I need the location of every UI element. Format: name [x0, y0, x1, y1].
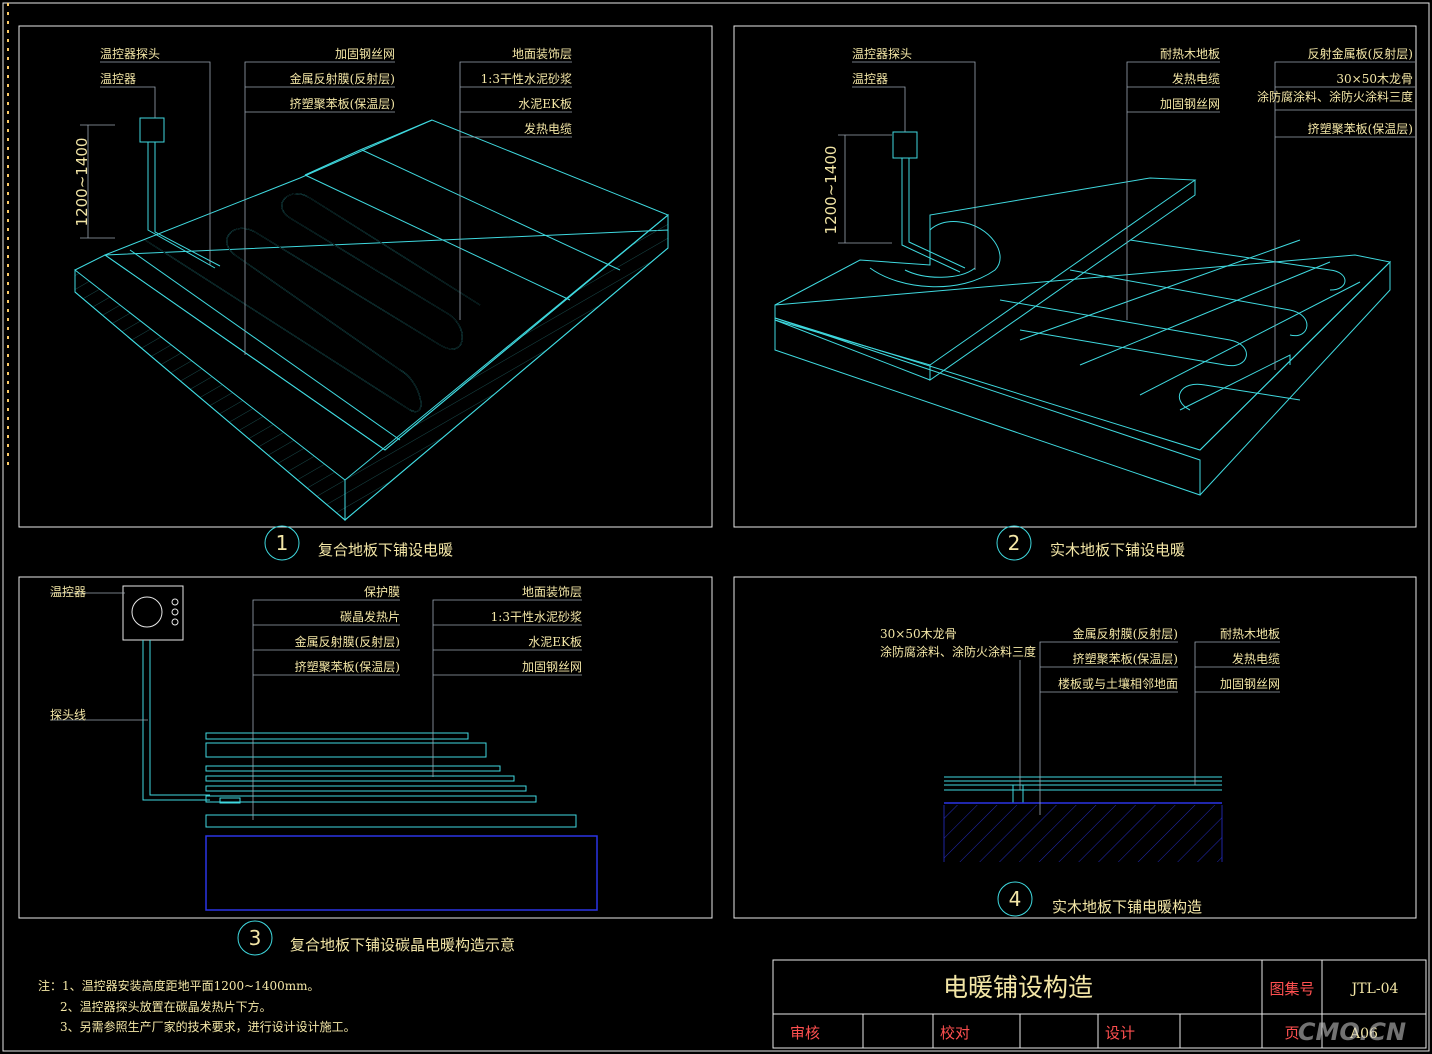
- d4-label-wood: 耐热木地板: [1220, 627, 1280, 641]
- d3-label-mesh: 加固钢丝网: [522, 660, 582, 674]
- detail-3-panel: [18, 576, 713, 956]
- note-2: 2、温控器探头放置在碳晶发热片下方。: [60, 999, 272, 1014]
- note-3: 3、另需参照生产厂家的技术要求，进行设计设计施工。: [60, 1019, 356, 1034]
- d3-label-ekboard: 水泥EK板: [528, 635, 582, 649]
- sheet-title: 电暖铺设构造: [943, 973, 1093, 1002]
- d3-label-film: 保护膜: [364, 585, 400, 599]
- d3-label-mortar: 1:3干性水泥砂浆: [491, 609, 582, 624]
- detail-4-panel: [733, 576, 1417, 919]
- d4-label-insul: 挤塑聚苯板(保温层): [1073, 651, 1178, 666]
- d1-label-finish: 地面装饰层: [512, 47, 572, 61]
- d3-label-thermostat: 温控器: [50, 585, 86, 599]
- d1-dimension: 1200~1400: [73, 138, 91, 227]
- detail-2-panel: [733, 25, 1417, 561]
- d3-label-carbon: 碳晶发热片: [340, 609, 400, 624]
- d3-caption: 复合地板下铺设碳晶电暖构造示意: [290, 936, 515, 954]
- atlas-label: 图集号: [1269, 980, 1314, 998]
- d4-label-cable: 发热电缆: [1232, 651, 1280, 666]
- d2-label-wood: 耐热木地板: [1160, 47, 1220, 61]
- d4-label-reflect: 金属反射膜(反射层): [1073, 626, 1178, 641]
- review-label: 审核: [790, 1024, 820, 1042]
- watermark: CMO.CN: [1298, 1018, 1406, 1046]
- d1-label-ekboard: 水泥EK板: [518, 97, 572, 111]
- d2-label-insul: 挤塑聚苯板(保温层): [1308, 121, 1413, 136]
- d1-label-mesh: 加固钢丝网: [335, 47, 395, 61]
- d1-label-probe: 温控器探头: [100, 47, 160, 61]
- d1-label-thermostat: 温控器: [100, 72, 136, 86]
- d2-dimension: 1200~1400: [822, 146, 840, 235]
- d3-label-reflect: 金属反射膜(反射层): [295, 634, 400, 649]
- d4-label-joist: 30×50木龙骨: [880, 627, 957, 641]
- d1-number: 1: [276, 531, 289, 555]
- page-label: 页: [1284, 1024, 1299, 1042]
- d2-label-cable: 发热电缆: [1172, 71, 1220, 86]
- d4-label-coating: 涂防腐涂料、涂防火涂料三度: [880, 644, 1036, 659]
- d4-label-slab: 楼板或与土壤相邻地面: [1058, 676, 1178, 691]
- d2-label-probe: 温控器探头: [852, 47, 912, 61]
- d3-label-finish: 地面装饰层: [522, 585, 582, 599]
- d2-label-joist: 30×50木龙骨: [1336, 72, 1413, 86]
- d2-label-mesh: 加固钢丝网: [1160, 97, 1220, 111]
- design-label: 设计: [1105, 1024, 1135, 1042]
- d2-label-thermostat: 温控器: [852, 72, 888, 86]
- d4-number: 4: [1009, 887, 1022, 911]
- d4-caption: 实木地板下铺电暖构造: [1052, 898, 1202, 916]
- detail-1-panel: [18, 25, 713, 561]
- d2-caption: 实木地板下铺设电暖: [1050, 541, 1185, 559]
- d2-number: 2: [1008, 531, 1021, 555]
- page-number: A06: [1349, 1026, 1378, 1042]
- check-label: 校对: [940, 1024, 970, 1042]
- d3-label-insul: 挤塑聚苯板(保温层): [295, 659, 400, 674]
- d1-label-cable: 发热电缆: [524, 121, 572, 136]
- note-1: 注：1、温控器安装高度距地平面1200~1400mm。: [38, 978, 320, 993]
- d1-label-insul: 挤塑聚苯板(保温层): [290, 96, 395, 111]
- d3-number: 3: [249, 926, 262, 950]
- d2-label-coating: 涂防腐涂料、涂防火涂料三度: [1257, 89, 1413, 104]
- d3-label-probe-wire: 探头线: [50, 708, 86, 722]
- d1-label-reflect: 金属反射膜(反射层): [290, 71, 395, 86]
- d2-label-reflect: 反射金属板(反射层): [1308, 46, 1413, 61]
- d1-label-mortar: 1:3干性水泥砂浆: [481, 71, 572, 86]
- atlas-number: JTL-04: [1350, 981, 1399, 997]
- d4-label-mesh: 加固钢丝网: [1220, 677, 1280, 691]
- d1-caption: 复合地板下铺设电暖: [318, 541, 453, 559]
- title-block: [772, 959, 1427, 1049]
